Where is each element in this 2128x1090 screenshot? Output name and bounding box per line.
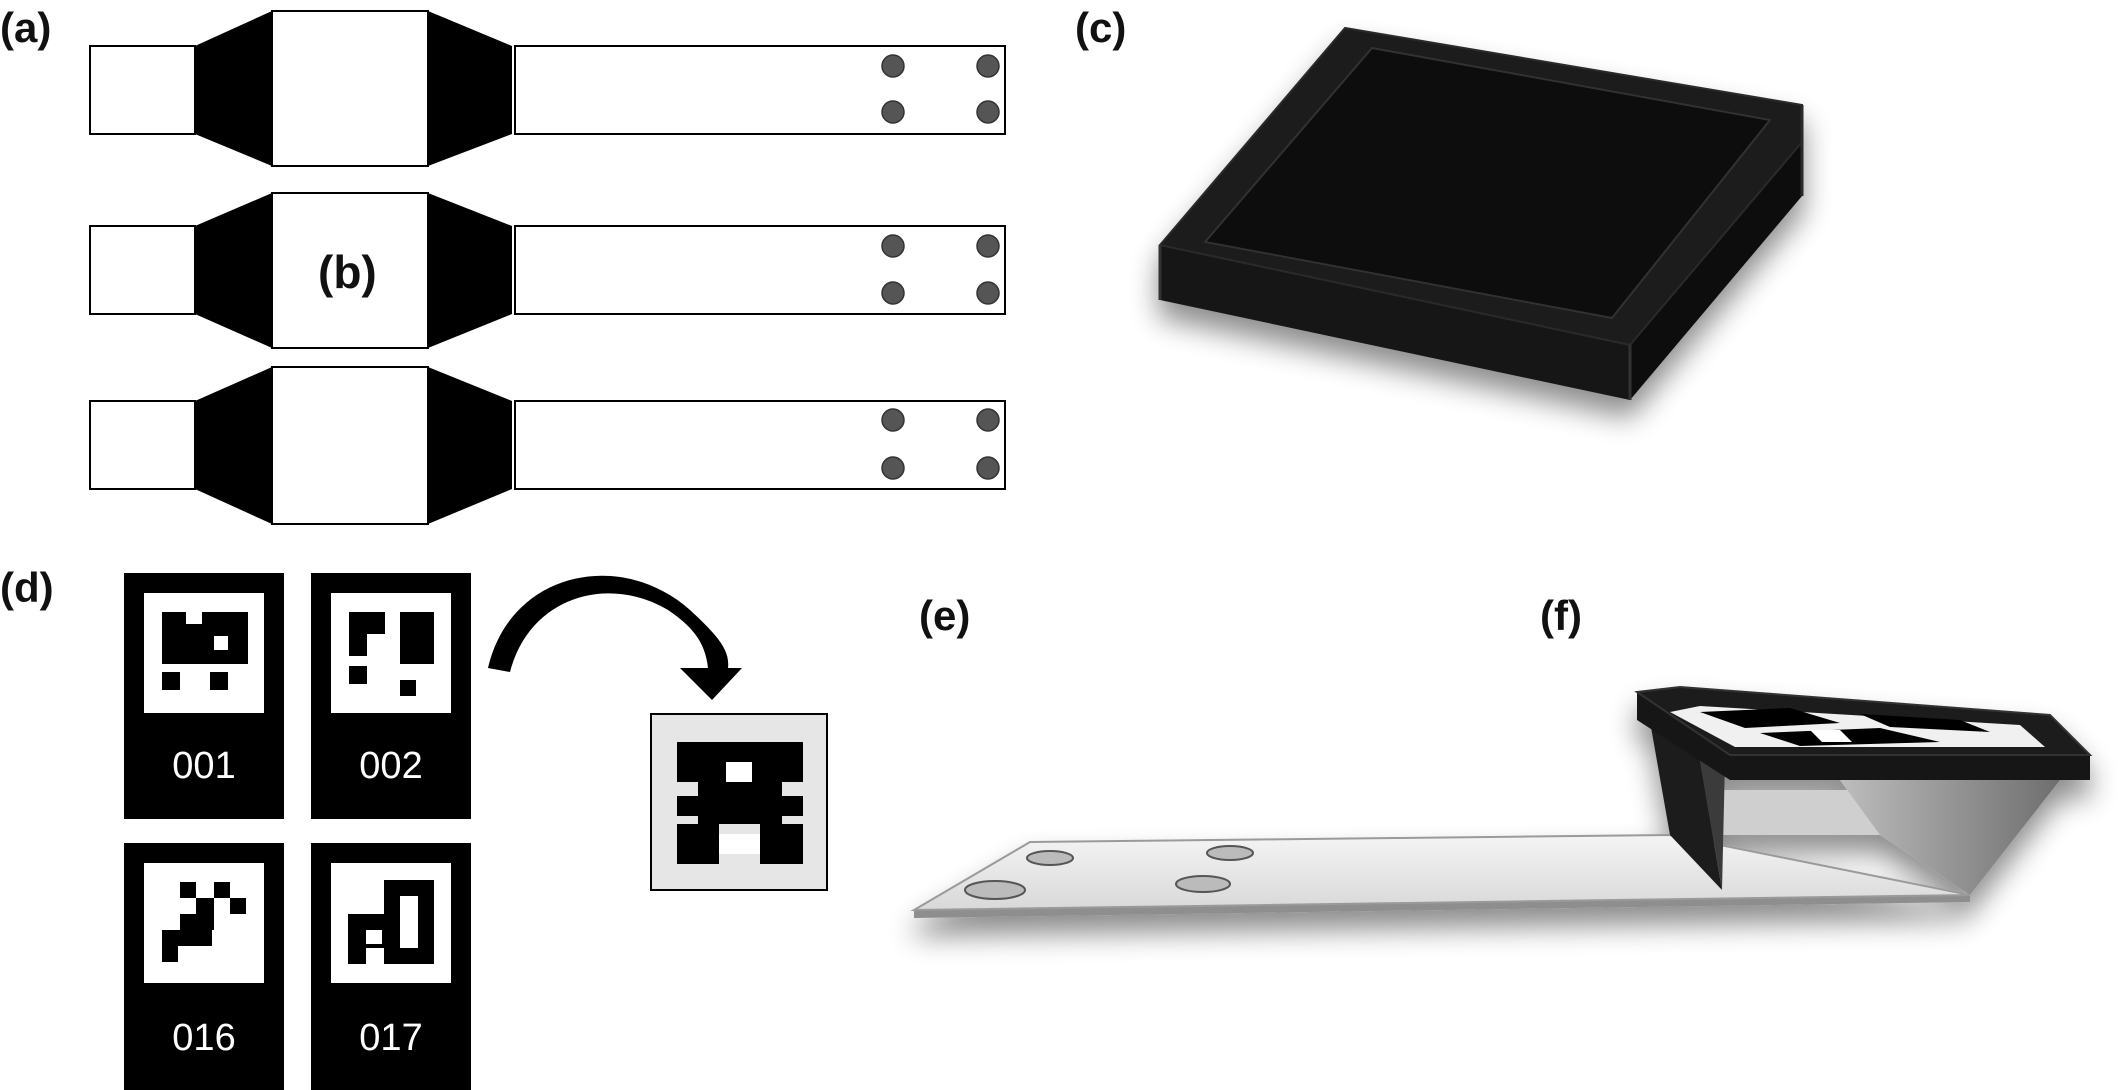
marker-label-016: 016 xyxy=(172,1017,235,1059)
marker-016: 016 xyxy=(124,843,284,1090)
marker-label-017: 017 xyxy=(359,1017,422,1059)
tray-3d xyxy=(1158,26,1804,400)
marker-enlarged xyxy=(650,713,828,891)
strip-3d xyxy=(910,685,2093,918)
marker-label-001: 001 xyxy=(172,745,235,787)
panel-label-b: (b) xyxy=(318,246,377,298)
curved-arrow-icon xyxy=(488,575,742,700)
marker-002: 002 xyxy=(311,573,471,819)
marker-017: 017 xyxy=(311,843,471,1090)
panel-label-e: (e) xyxy=(919,592,970,639)
strip-1 xyxy=(89,10,1006,167)
panel-label-a: (a) xyxy=(0,4,51,51)
marker-label-002: 002 xyxy=(359,745,422,787)
marker-001: 001 xyxy=(124,573,284,819)
panel-label-c: (c) xyxy=(1075,4,1126,51)
panel-label-d: (d) xyxy=(0,564,54,611)
panel-label-f: (f) xyxy=(1540,592,1582,639)
strip-2 xyxy=(89,192,1006,349)
strip-3 xyxy=(89,366,1006,525)
